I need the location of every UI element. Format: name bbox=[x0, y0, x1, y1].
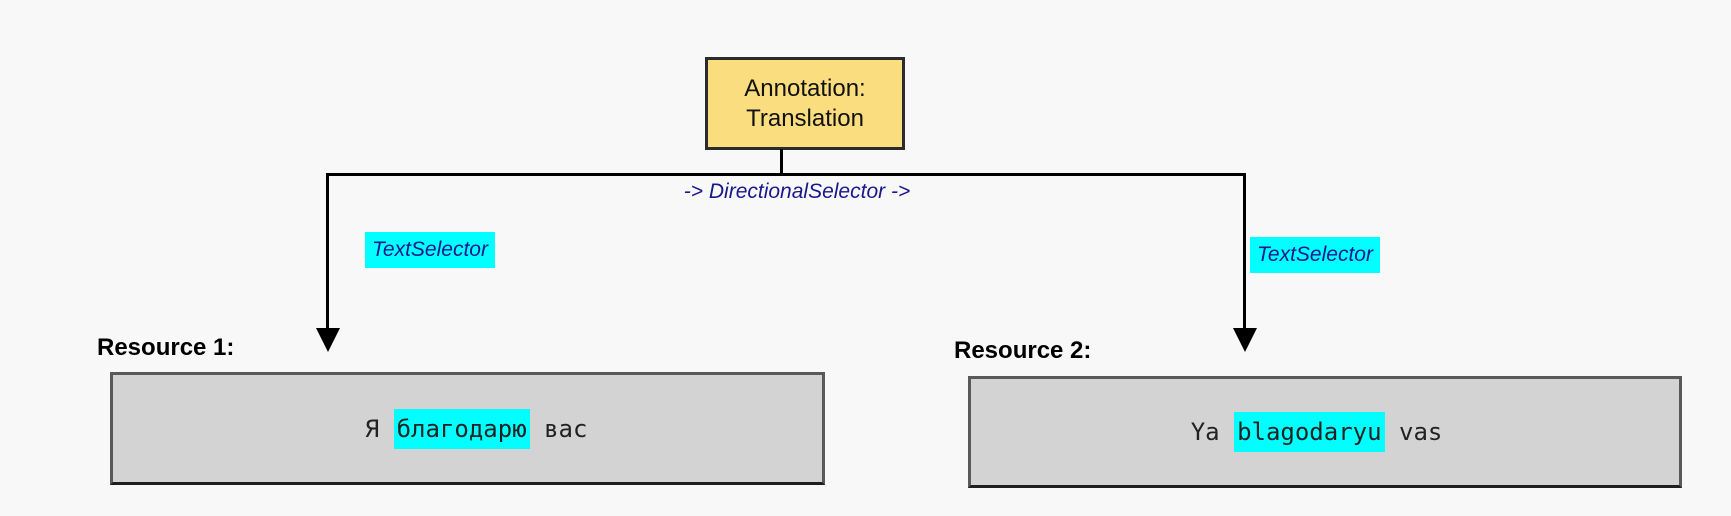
resource-1-text-after: вас bbox=[529, 414, 588, 443]
resource-1-box: Я благодарю вас bbox=[110, 372, 825, 485]
resource-1-highlighted-span: благодарю bbox=[393, 408, 530, 449]
connector-horizontal-line bbox=[326, 173, 1246, 176]
directional-selector-label: -> DirectionalSelector -> bbox=[683, 180, 911, 203]
text-selector-label-left: TextSelector bbox=[365, 232, 495, 268]
annotation-node: Annotation: Translation bbox=[705, 57, 905, 150]
resource-2-label: Resource 2: bbox=[954, 337, 1092, 364]
down-arrowhead-right bbox=[1233, 328, 1257, 352]
down-arrowhead-left bbox=[316, 328, 340, 352]
resource-2-box: Ya blagodaryu vas bbox=[968, 376, 1682, 488]
resource-2-highlighted-span: blagodaryu bbox=[1234, 412, 1385, 452]
resource-2-text: Ya blagodaryu vas bbox=[971, 390, 1442, 474]
text-selector-label-right: TextSelector bbox=[1250, 237, 1380, 273]
resource-2-text-after: vas bbox=[1384, 418, 1443, 446]
resource-1-text: Я благодарю вас bbox=[113, 387, 587, 471]
connector-left-vertical bbox=[326, 173, 329, 333]
connector-stem bbox=[780, 149, 783, 175]
connector-right-vertical bbox=[1243, 173, 1246, 333]
annotation-node-line1: Annotation: bbox=[744, 74, 866, 102]
resource-1-text-before: Я bbox=[364, 414, 394, 443]
resource-2-text-before: Ya bbox=[1190, 418, 1235, 446]
resource-1-label: Resource 1: bbox=[97, 334, 235, 361]
annotation-node-line2: Translation bbox=[746, 104, 864, 132]
